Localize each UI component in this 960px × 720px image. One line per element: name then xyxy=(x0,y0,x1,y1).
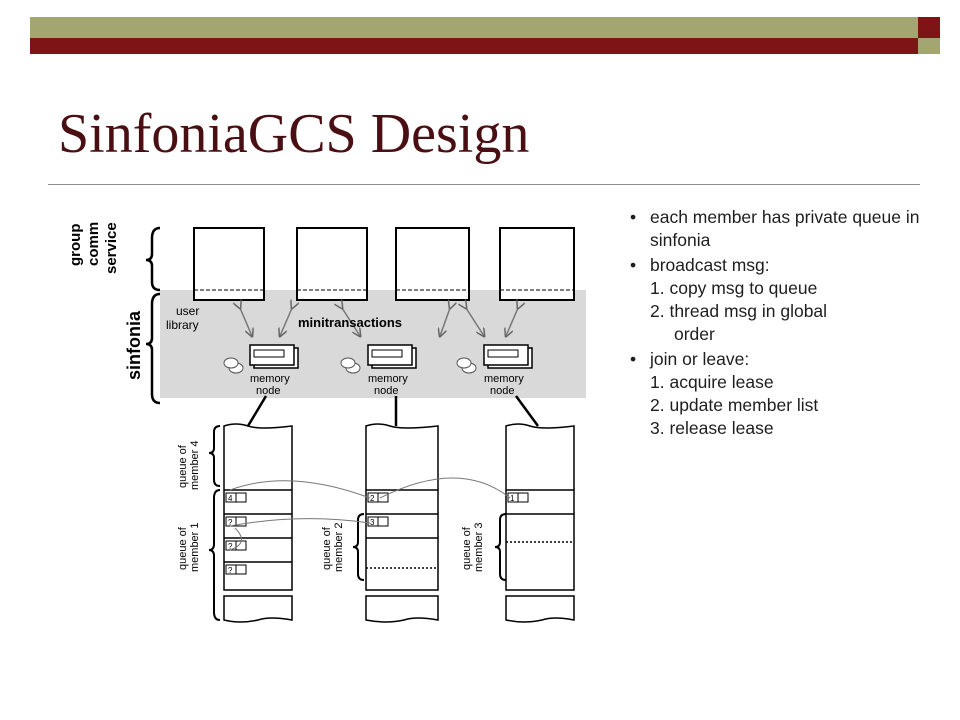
queue-member4-line-2: member 4 xyxy=(189,440,201,490)
header-square-olive xyxy=(918,38,940,54)
slot-m2-2: 3 xyxy=(370,518,375,527)
memory-node-3-line-2: node xyxy=(490,385,514,397)
bullet-2-text: broadcast msg: xyxy=(650,255,770,275)
sinfonia-label: sinfonia xyxy=(124,310,144,380)
member2-bracket xyxy=(352,513,365,581)
minitransaction-arrows xyxy=(240,308,518,336)
bullet-1: • each member has private queue in sinfon… xyxy=(628,206,948,252)
bullet-dot: • xyxy=(630,349,637,369)
bullet-3: • join or leave: xyxy=(628,348,948,371)
queue-member3-line-2: member 3 xyxy=(473,522,485,572)
header-bar-maroon xyxy=(30,38,918,54)
bullet-3-text: join or leave: xyxy=(650,349,750,369)
group-label-line-3: service xyxy=(103,222,120,274)
slot-m1-1: ? xyxy=(228,518,233,527)
node-to-queue-lines xyxy=(246,395,540,427)
bullet-3-sub-1: 1. acquire lease xyxy=(650,372,774,392)
member-box-4 xyxy=(499,227,575,301)
memory-node-2-line-1: memory xyxy=(368,373,408,385)
bullet-2: • broadcast msg: xyxy=(628,254,948,277)
memory-node-3-line-1: memory xyxy=(484,373,524,385)
group-label-line-1: group xyxy=(67,224,84,267)
slot-m1-3: ? xyxy=(228,566,233,575)
memory-node-2-line-2: node xyxy=(374,385,398,397)
sinfonia-bracket xyxy=(145,292,161,405)
memory-node-3 xyxy=(456,344,533,374)
bullet-2-sub-2-cont: order xyxy=(674,324,715,344)
bullet-2-sub-2: 2. thread msg in global xyxy=(650,301,828,321)
title-divider xyxy=(48,184,920,185)
queue-member1-line-2: member 1 xyxy=(189,522,201,572)
member4-bracket xyxy=(208,425,221,487)
slot-boxes xyxy=(225,492,529,575)
memory-node-2 xyxy=(340,344,417,374)
memory-node-1 xyxy=(223,344,299,374)
slot-m4: 4 xyxy=(228,494,233,503)
queue-member2-line-1: queue of xyxy=(321,526,333,570)
member1-bracket xyxy=(208,489,221,621)
queue-column-2 xyxy=(365,423,439,623)
minitransactions-label: minitransactions xyxy=(298,315,402,330)
queue-member3-line-1: queue of xyxy=(461,526,473,570)
bullet-2-sub-1: 1. copy msg to queue xyxy=(650,278,818,298)
member-box-2 xyxy=(296,227,368,301)
member-box-1 xyxy=(193,227,265,301)
sinfonia-gcs-diagram: group comm service sinfonia user library… xyxy=(67,222,586,623)
bullet-dot: • xyxy=(630,207,637,227)
header-square-maroon xyxy=(918,17,940,38)
memory-node-1-line-2: node xyxy=(256,385,280,397)
slot-m1-2: ? xyxy=(228,542,233,551)
bullet-3-sub-2: 2. update member list xyxy=(650,395,819,415)
slide-title: SinfoniaGCS Design xyxy=(58,103,530,165)
bullet-3-sub-3: 3. release lease xyxy=(650,418,774,438)
bullet-1-text: each member has private queue in sinfoni… xyxy=(650,207,920,250)
user-library-line-1: user xyxy=(176,304,199,318)
queue-member2-line-2: member 2 xyxy=(333,522,345,572)
memory-node-1-line-1: memory xyxy=(250,373,290,385)
member3-bracket xyxy=(494,513,507,581)
group-label-line-2: comm xyxy=(85,222,102,266)
queue-member4-line-1: queue of xyxy=(177,444,189,488)
header-bar-olive xyxy=(30,17,918,38)
slot-m2-1: 2 xyxy=(370,494,375,503)
user-library-line-2: library xyxy=(166,318,199,332)
slot-m3: 1 xyxy=(510,494,515,503)
bullet-dot: • xyxy=(630,255,637,275)
queue-column-3 xyxy=(505,423,575,623)
group-bracket xyxy=(145,226,161,292)
member-box-3 xyxy=(395,227,470,301)
thread-arcs xyxy=(229,477,511,551)
bullet-list: • each member has private queue in sinfon… xyxy=(628,206,948,440)
queue-member1-line-1: queue of xyxy=(177,526,189,570)
